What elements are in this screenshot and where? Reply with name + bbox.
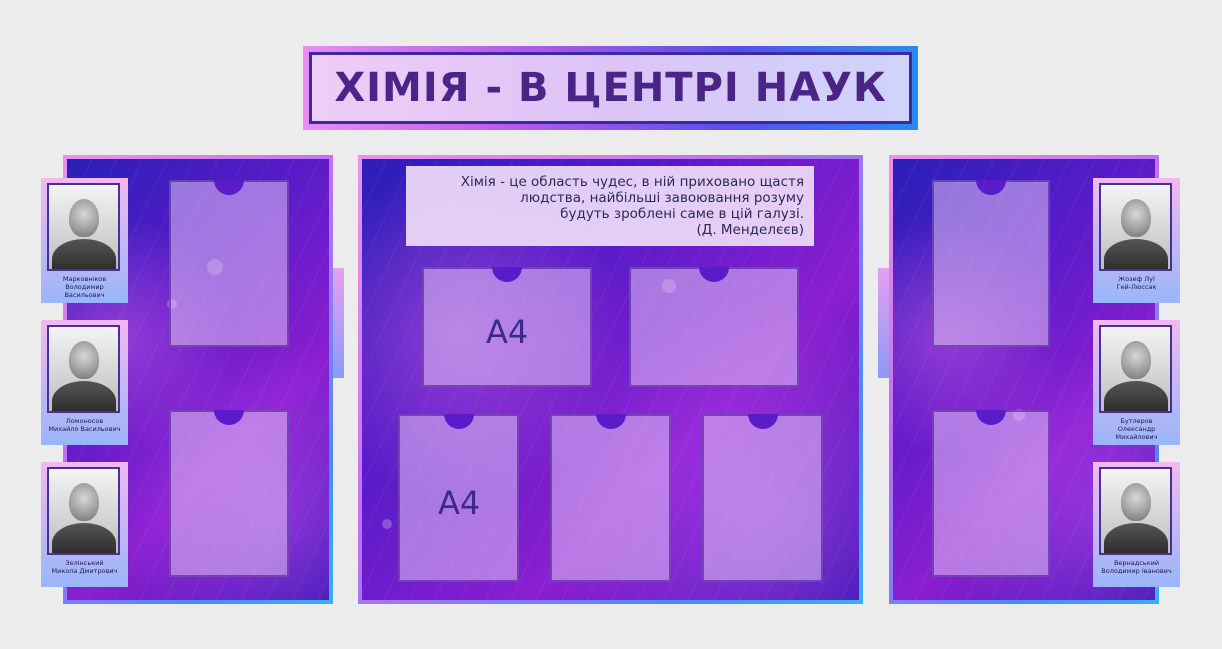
- portrait-given-names: Володимир Іванович: [1101, 567, 1172, 575]
- pocket-notch: [443, 414, 474, 429]
- center-pocket-top-left: А4: [422, 267, 592, 387]
- portrait-caption: Бутлеров Олександр Михайлович: [1099, 417, 1174, 441]
- portrait-photo: [1099, 183, 1172, 271]
- title-frame: ХІМІЯ - В ЦЕНТРІ НАУК: [309, 52, 912, 124]
- portrait-photo: [47, 325, 120, 413]
- portrait-caption: Жозеф Луї Гей-Люссак: [1099, 275, 1174, 291]
- pocket-notch: [747, 414, 778, 429]
- portrait-given-names: Олександр Михайлович: [1115, 425, 1158, 441]
- portrait-surname: Вернадський: [1113, 559, 1160, 567]
- quote-author: (Д. Менделєєв): [696, 222, 805, 238]
- pocket-notch: [492, 267, 522, 282]
- pocket-label-a4: А4: [438, 484, 481, 522]
- portrait-photo: [47, 467, 120, 555]
- center-pocket-top-right: [629, 267, 799, 387]
- portrait-surname: Ломоносов: [65, 417, 104, 425]
- portrait-surname: Бутлеров: [1120, 417, 1153, 425]
- quote-line: людства, найбільші завоювання розуму: [520, 190, 804, 206]
- portrait-caption: Зелінський Микола Дмитрович: [47, 559, 122, 575]
- portrait-gay-lussac: Жозеф Луї Гей-Люссак: [1093, 178, 1180, 303]
- center-pocket-bottom-right: [702, 414, 823, 582]
- portrait-photo: [1099, 467, 1172, 555]
- title-banner: ХІМІЯ - В ЦЕНТРІ НАУК: [303, 46, 918, 130]
- pocket-notch: [976, 180, 1006, 195]
- quote-line: будуть зроблені саме в цій галузі.: [560, 206, 804, 222]
- portrait-caption: Марковніков Володимир Васильович: [47, 275, 122, 299]
- pocket-label-a4: А4: [486, 313, 529, 351]
- center-pocket-bottom-left: А4: [398, 414, 519, 582]
- pocket-notch: [976, 410, 1006, 425]
- portrait-given-names: Володимир Васильович: [64, 283, 105, 299]
- quote-box: Хімія - це область чудес, в ній прихован…: [406, 166, 814, 246]
- portrait-photo: [1099, 325, 1172, 413]
- portrait-zelinsky: Зелінський Микола Дмитрович: [41, 462, 128, 587]
- bokeh-dot: [382, 519, 392, 529]
- pocket-notch: [595, 414, 626, 429]
- portrait-vernadsky: Вернадський Володимир Іванович: [1093, 462, 1180, 587]
- left-pocket-top: [169, 180, 289, 347]
- right-pocket-top: [932, 180, 1050, 347]
- pocket-notch: [214, 180, 244, 195]
- portrait-given-names: Михайло Васильович: [48, 425, 121, 433]
- portrait-photo: [47, 183, 120, 271]
- center-pocket-bottom-middle: [550, 414, 671, 582]
- quote-line: Хімія - це область чудес, в ній прихован…: [460, 174, 804, 190]
- portrait-given-names: Гей-Люссак: [1116, 283, 1157, 291]
- portrait-surname: Зелінський: [65, 559, 104, 567]
- right-pocket-bottom: [932, 410, 1050, 577]
- portrait-given-names: Микола Дмитрович: [51, 567, 118, 575]
- pocket-notch: [699, 267, 729, 282]
- portrait-surname: Жозеф Луї: [1118, 275, 1155, 283]
- portrait-caption: Ломоносов Михайло Васильович: [47, 417, 122, 433]
- portrait-surname: Марковніков: [62, 275, 107, 283]
- page-title: ХІМІЯ - В ЦЕНТРІ НАУК: [334, 65, 887, 111]
- portrait-lomonosov: Ломоносов Михайло Васильович: [41, 320, 128, 445]
- portrait-butlerov: Бутлеров Олександр Михайлович: [1093, 320, 1180, 445]
- left-pocket-bottom: [169, 410, 289, 577]
- portrait-markovnikov: Марковніков Володимир Васильович: [41, 178, 128, 303]
- pocket-notch: [214, 410, 244, 425]
- portrait-caption: Вернадський Володимир Іванович: [1099, 559, 1174, 575]
